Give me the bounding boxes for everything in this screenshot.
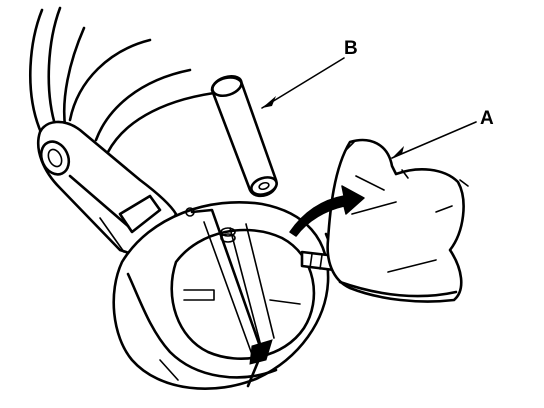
callout-label-a: A bbox=[480, 108, 494, 129]
battery-cell bbox=[210, 74, 278, 198]
battery-cover bbox=[326, 138, 469, 303]
open-direction-arrow bbox=[289, 185, 365, 237]
fob-body bbox=[112, 200, 330, 390]
callout-label-b: B bbox=[344, 38, 358, 59]
spring-contact-icon bbox=[220, 227, 236, 243]
cable-bundle bbox=[29, 6, 224, 154]
leader-lines bbox=[261, 57, 477, 159]
key-handle bbox=[36, 120, 178, 262]
